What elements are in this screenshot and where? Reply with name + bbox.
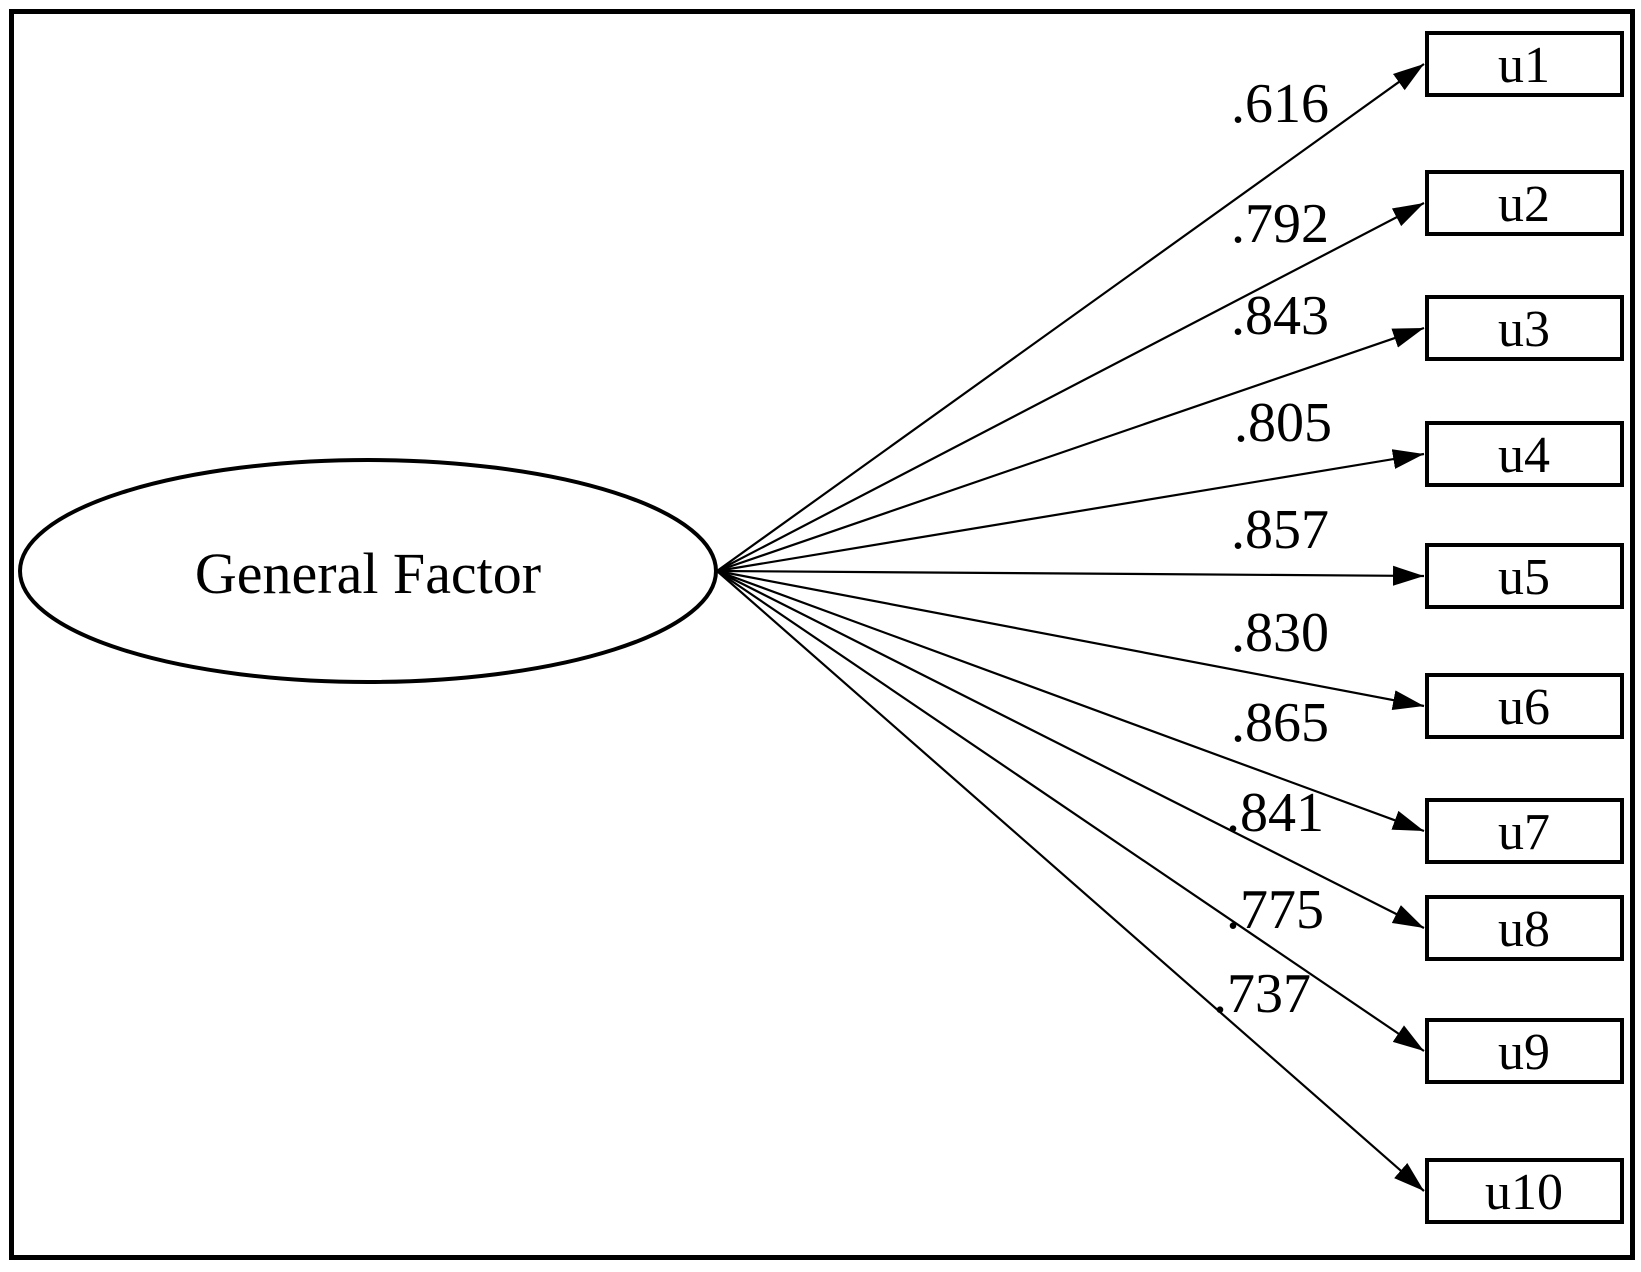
indicator-label-u2: u2 [1498,176,1550,233]
indicator-box-u9 [1425,1018,1624,1084]
indicator-box-u6 [1425,673,1624,739]
loading-value-u4: .805 [1234,392,1332,454]
loading-value-u10: .737 [1213,963,1311,1025]
indicator-label-u4: u4 [1498,427,1550,484]
loading-value-u5: .857 [1231,499,1329,561]
indicator-label-u6: u6 [1498,679,1550,736]
factor-loading-arrow-u2 [716,202,1425,572]
indicator-label-u10: u10 [1485,1164,1563,1221]
general-factor-ellipse [18,458,718,684]
factor-loading-arrow-u1 [716,63,1425,572]
indicator-box-u10 [1425,1158,1624,1224]
loading-value-u1: .616 [1231,73,1329,135]
factor-loading-arrow-u8 [716,570,1425,929]
indicator-label-u5: u5 [1498,549,1550,606]
factor-loading-arrow-u4 [716,449,1425,573]
loading-value-u8: .841 [1226,782,1324,844]
indicator-label-u1: u1 [1498,37,1550,94]
indicator-label-u9: u9 [1498,1024,1550,1081]
loading-value-u3: .843 [1231,285,1329,347]
factor-loading-arrow-u6 [716,569,1425,711]
indicator-box-u1 [1425,31,1624,97]
indicator-box-u5 [1425,543,1624,609]
indicator-box-u2 [1425,170,1624,236]
loading-value-u6: .830 [1231,602,1329,664]
indicator-box-u8 [1425,895,1624,961]
indicator-box-u3 [1425,295,1624,361]
factor-loading-arrow-u7 [716,569,1425,833]
loading-value-u7: .865 [1231,692,1329,754]
factor-loading-arrow-u5 [716,565,1425,586]
factor-loading-arrow-u9 [716,570,1425,1052]
factor-loading-arrow-u10 [716,570,1425,1192]
indicator-label-u3: u3 [1498,301,1550,358]
indicator-box-u7 [1425,798,1624,864]
loading-value-u9: .775 [1226,879,1324,941]
factor-loading-arrow-u3 [716,326,1425,573]
general-factor-label: General Factor [195,541,541,606]
loading-value-u2: .792 [1231,193,1329,255]
indicator-label-u8: u8 [1498,901,1550,958]
indicator-label-u7: u7 [1498,804,1550,861]
indicator-box-u4 [1425,421,1624,487]
